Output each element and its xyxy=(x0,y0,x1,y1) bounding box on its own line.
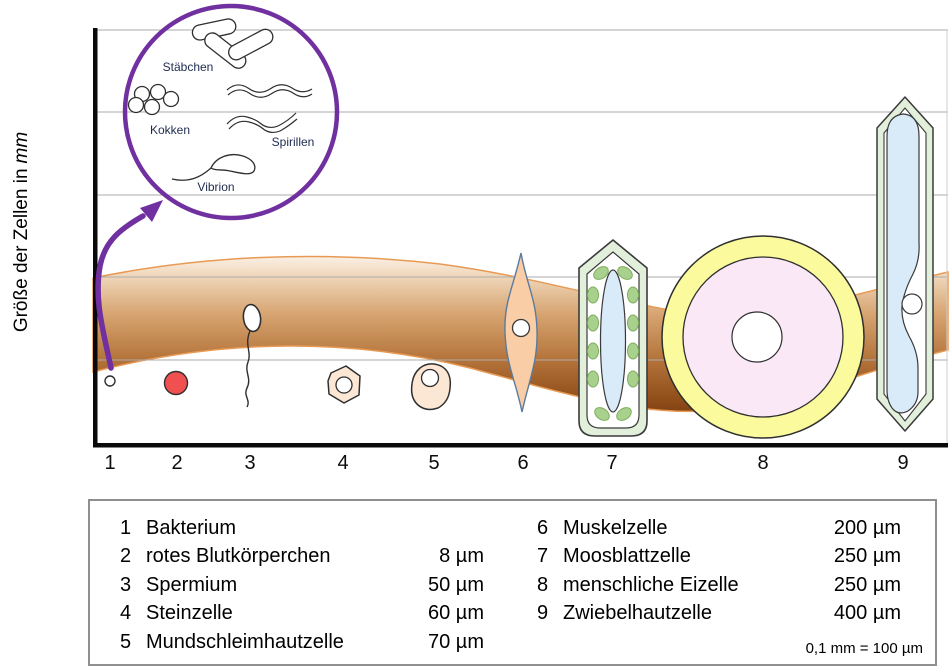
legend-row: 6 Muskelzelle 200 µm xyxy=(537,514,901,542)
legend-size xyxy=(392,514,484,542)
legend-num: 1 xyxy=(120,517,132,539)
staebchen-shapes xyxy=(191,18,274,69)
x-tick-8: 8 xyxy=(757,452,769,474)
legend-num: 2 xyxy=(120,545,132,568)
label-kokken: Kokken xyxy=(149,123,191,137)
cell-menschliche-eizelle xyxy=(661,235,865,439)
y-axis-unit: mm xyxy=(11,131,32,164)
legend-size: 70 µm xyxy=(428,630,484,653)
cell-spermium xyxy=(242,303,262,408)
bacteria-inset xyxy=(122,3,340,221)
spirillen-shapes xyxy=(226,84,313,134)
legend-row: 9 Zwiebelhautzelle 400 µm xyxy=(537,599,901,627)
legend-name: Muskelzelle xyxy=(563,517,668,539)
legend-num: 3 xyxy=(120,573,132,596)
legend-num: 8 xyxy=(537,573,549,596)
cell-muskelzelle xyxy=(504,252,538,413)
diagram-canvas xyxy=(92,3,949,448)
x-tick-1: 1 xyxy=(104,452,116,474)
scale-note: 0,1 mm = 100 µm xyxy=(805,640,923,657)
legend-size: 250 µm xyxy=(833,545,901,568)
legend-name: Steinzelle xyxy=(146,602,233,625)
arrow-icon xyxy=(95,200,163,371)
cell-bakterium xyxy=(104,375,116,387)
legend-name: Moosblattzelle xyxy=(563,545,691,568)
legend-row: 4 Steinzelle 60 µm xyxy=(120,599,484,627)
legend-row: 2 rotes Blutkörperchen 8 µm xyxy=(120,542,484,570)
x-tick-7: 7 xyxy=(606,452,618,474)
legend-name: Zwiebelhautzelle xyxy=(563,602,712,625)
legend-size: 60 µm xyxy=(428,602,484,625)
legend-num: 5 xyxy=(120,630,132,653)
x-tick-9: 9 xyxy=(897,452,909,474)
legend-size: 200 µm xyxy=(833,517,901,539)
legend-num: 6 xyxy=(537,517,549,539)
cell-moosblattzelle xyxy=(578,239,648,437)
cell-steinzelle xyxy=(327,365,361,404)
cell-rotes-blutkoerperchen xyxy=(163,370,189,396)
vibrion-shape xyxy=(171,153,256,181)
legend-row: 7 Moosblattzelle 250 µm xyxy=(537,542,901,570)
legend-row: 3 Spermium 50 µm xyxy=(120,571,484,599)
label-vibrion: Vibrion xyxy=(197,180,235,194)
legend-row: 1 Bakterium xyxy=(120,514,484,542)
legend-name: rotes Blutkörperchen xyxy=(146,545,331,568)
cell-zwiebelhautzelle xyxy=(876,96,934,432)
legend-name: Spermium xyxy=(146,573,238,596)
legend-column-left: 1 Bakterium 2 rotes Blutkörperchen 8 µm … xyxy=(120,514,484,656)
inset-circle xyxy=(122,3,340,221)
legend-column-right: 6 Muskelzelle 200 µm 7 Moosblattzelle 25… xyxy=(537,514,901,628)
kokken-shapes xyxy=(127,83,180,116)
legend-size: 250 µm xyxy=(833,573,901,596)
legend-name: menschliche Eizelle xyxy=(563,573,739,596)
x-axis xyxy=(93,443,948,448)
x-tick-3: 3 xyxy=(244,452,256,474)
legend-size: 400 µm xyxy=(833,602,901,625)
x-tick-6: 6 xyxy=(517,452,529,474)
legend-num: 4 xyxy=(120,602,132,625)
legend-size: 50 µm xyxy=(428,573,484,596)
legend-size: 8 µm xyxy=(439,545,484,568)
legend-name: Mundschleimhautzelle xyxy=(146,630,344,653)
x-tick-5: 5 xyxy=(428,452,440,474)
y-axis xyxy=(93,28,98,445)
label-spirillen: Spirillen xyxy=(271,135,315,149)
cell-mundschleimhautzelle xyxy=(410,363,452,411)
legend-num: 9 xyxy=(537,602,549,625)
legend-row: 8 menschliche Eizelle 250 µm xyxy=(537,571,901,599)
legend-num: 7 xyxy=(537,545,549,568)
legend-row: 5 Mundschleimhautzelle 70 µm xyxy=(120,628,484,656)
x-tick-2: 2 xyxy=(171,452,183,474)
x-tick-4: 4 xyxy=(337,452,349,474)
label-staebchen: Stäbchen xyxy=(162,60,214,74)
y-axis-label: Größe der Zellen in mm xyxy=(11,112,33,352)
legend-name: Bakterium xyxy=(146,517,237,539)
vacuole xyxy=(599,269,627,413)
y-axis-label-text: Größe der Zellen in xyxy=(11,168,32,333)
legend-box: 1 Bakterium 2 rotes Blutkörperchen 8 µm … xyxy=(88,499,937,666)
